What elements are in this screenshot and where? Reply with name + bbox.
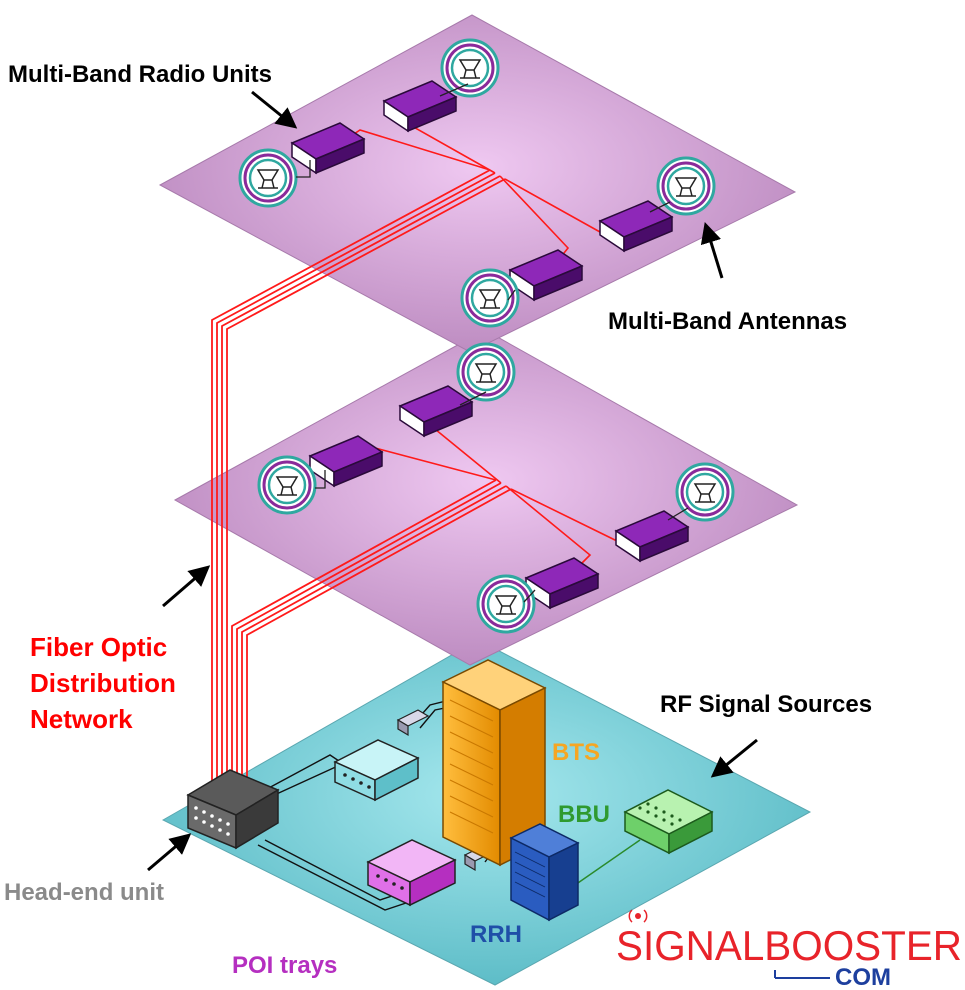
- antenna-icon: [675, 462, 735, 522]
- label-fiber-1: Fiber Optic: [30, 632, 167, 662]
- antenna-icon: [656, 156, 716, 216]
- antenna-icon: [440, 38, 500, 98]
- label-antennas: Multi-Band Antennas: [608, 308, 847, 335]
- bts-rack-icon: [441, 659, 547, 867]
- rrh-icon: [509, 823, 580, 922]
- label-rrh: RRH: [470, 921, 522, 948]
- label-fiber-2: Distribution: [30, 668, 176, 698]
- signalbooster-logo: SIGNALBOOSTER COM: [616, 909, 962, 990]
- antenna-icon: [257, 455, 317, 515]
- bbu-icon: [623, 789, 714, 855]
- logo-suffix: COM: [835, 964, 891, 990]
- label-fiber-3: Network: [30, 704, 133, 734]
- antenna-icon: [238, 148, 298, 208]
- arrow-icon: [147, 90, 758, 872]
- head-end-icon: [186, 769, 280, 850]
- label-poi-trays: POI trays: [232, 952, 337, 979]
- poi-tray-icon: [366, 839, 457, 907]
- attenuator-icon: [396, 709, 430, 737]
- antenna-leads-top: [296, 83, 671, 301]
- label-radio-units: Multi-Band Radio Units: [8, 61, 272, 88]
- poi-tray-icon: [333, 739, 420, 802]
- label-bts: BTS: [552, 739, 600, 766]
- label-bbu: BBU: [558, 801, 610, 828]
- fiber-optic-network: [211, 169, 512, 806]
- antenna-icon: [476, 574, 536, 634]
- bbu-link: [574, 839, 641, 886]
- label-rf-sources: RF Signal Sources: [660, 691, 872, 718]
- antenna-icon: [456, 342, 516, 402]
- antenna-leads-mid: [315, 391, 689, 603]
- label-head-end: Head-end unit: [4, 879, 164, 906]
- logo-name: SIGNALBOOSTER: [616, 922, 962, 969]
